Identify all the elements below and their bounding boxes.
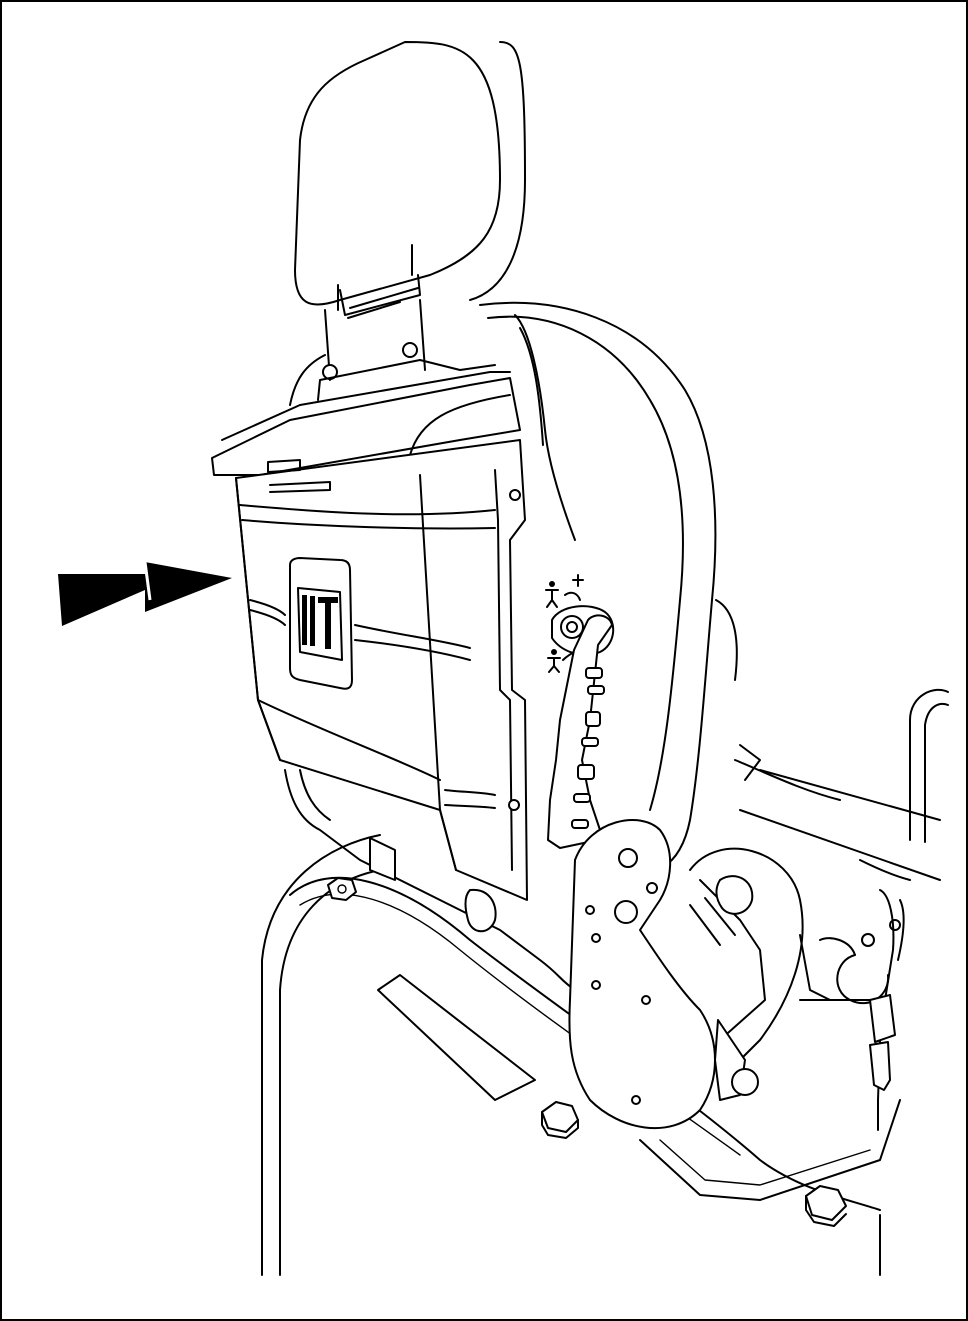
hex-bolt — [805, 1185, 847, 1227]
hex-bolt — [327, 877, 357, 901]
key-ring — [836, 889, 905, 1131]
logo-emblem-icon — [289, 557, 353, 690]
pointer-arrow-icon — [58, 561, 232, 626]
recline-lever-handle[interactable] — [547, 614, 613, 849]
seat-cushion-edge — [734, 759, 911, 956]
suspension-linkage — [689, 847, 881, 1101]
armrest-frame — [739, 688, 949, 843]
hex-bolt — [541, 1101, 579, 1139]
headrest — [289, 41, 526, 406]
seat-back-cushion — [479, 301, 738, 875]
seat-back-storage-pocket — [211, 371, 528, 901]
recline-bracket — [568, 819, 716, 1130]
operator-weight-plus-icon — [545, 574, 584, 608]
seat-lower-shell — [284, 769, 576, 991]
operator-weight-minus-icon — [547, 649, 579, 673]
warning-label-plate — [377, 974, 536, 1101]
